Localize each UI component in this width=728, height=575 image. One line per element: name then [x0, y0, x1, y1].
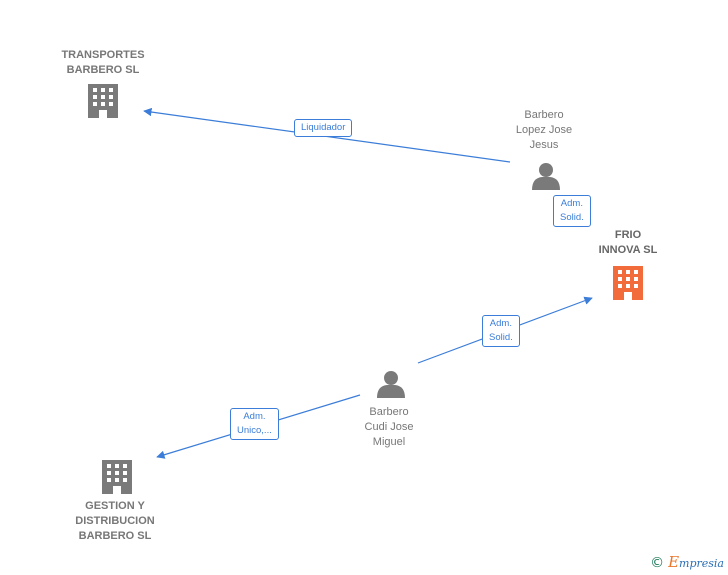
label-line: Barbero: [524, 109, 564, 121]
brand-name: mpresia: [679, 557, 724, 570]
label-line: Miguel: [372, 436, 406, 448]
copyright-symbol: ©: [650, 555, 665, 571]
edge-label-adm-solid-lopez[interactable]: Adm. Solid.: [553, 195, 591, 227]
edge-label-adm-solid-cudi[interactable]: Adm. Solid.: [482, 315, 520, 347]
label-line: Barbero: [369, 406, 409, 418]
edge-label-line: Liquidador: [301, 122, 346, 133]
person-icon[interactable]: [532, 163, 560, 190]
label-line: BARBERO SL: [66, 64, 140, 76]
edge-label-line: Adm.: [243, 411, 266, 422]
brand-initial: E: [668, 553, 680, 571]
edge-label-liquidador[interactable]: Liquidador: [294, 119, 353, 137]
label-line: FRIO: [614, 229, 642, 241]
building-icon[interactable]: [88, 84, 118, 118]
edge-label-line: Adm.: [560, 198, 583, 209]
person-icon[interactable]: [377, 371, 405, 398]
edge-label-line: Solid.: [489, 332, 513, 343]
label-line: DISTRIBUCION: [75, 515, 155, 527]
label-line: Jesus: [529, 139, 559, 151]
node-label-barbero-lopez: Barbero Lopez Jose Jesus: [494, 108, 594, 153]
edge-label-line: Unico,...: [237, 425, 272, 436]
building-icon[interactable]: [102, 460, 132, 494]
edge-label-line: Solid.: [560, 212, 584, 223]
label-line: Cudi Jose: [364, 421, 414, 433]
building-icon[interactable]: [613, 266, 643, 300]
label-line: Lopez Jose: [515, 124, 573, 136]
node-label-transportes: TRANSPORTES BARBERO SL: [40, 48, 166, 78]
label-line: GESTION Y: [85, 500, 145, 512]
edge-label-adm-unico[interactable]: Adm. Unico,...: [230, 408, 279, 440]
label-line: BARBERO SL: [78, 530, 152, 542]
edge-label-line: Adm.: [489, 318, 512, 329]
node-label-barbero-cudi: Barbero Cudi Jose Miguel: [339, 405, 439, 450]
node-label-gestion: GESTION Y DISTRIBUCION BARBERO SL: [55, 499, 175, 544]
label-line: INNOVA SL: [598, 244, 658, 256]
footer-brand: ©Empresia: [650, 553, 724, 571]
label-line: TRANSPORTES: [61, 49, 145, 61]
node-label-frio-innova: FRIO INNOVA SL: [578, 228, 678, 258]
